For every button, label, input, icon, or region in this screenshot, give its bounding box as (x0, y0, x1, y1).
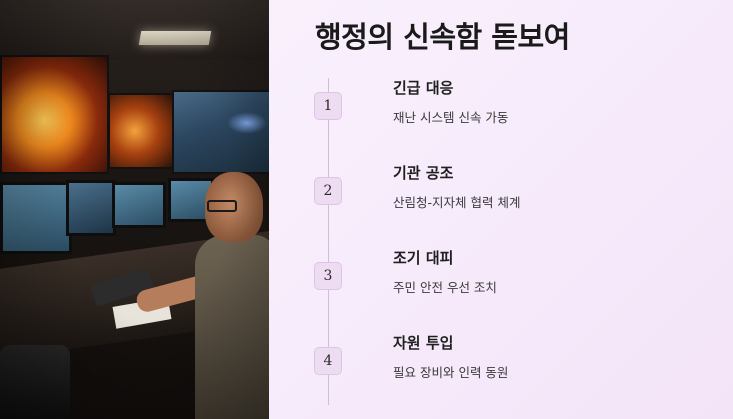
step-number-badge: 4 (314, 347, 342, 375)
step-number-badge: 1 (314, 92, 342, 120)
step-title: 긴급 대응 (393, 79, 454, 97)
step-description: 재난 시스템 신속 가동 (393, 110, 509, 125)
photo-operator-glasses (207, 200, 237, 212)
photo-operator-head (205, 172, 263, 242)
step-title: 기관 공조 (393, 164, 454, 182)
timeline-line (328, 78, 329, 405)
photo-wall-screen-fire (0, 55, 109, 174)
photo-desk-monitor (0, 182, 72, 254)
step-description: 필요 장비와 인력 동원 (393, 365, 509, 380)
photo-wall-screen-forest (172, 90, 269, 174)
step-description: 주민 안전 우선 조치 (393, 280, 497, 295)
step-description: 산림청-지자체 협력 체계 (393, 195, 521, 210)
photo-chair (0, 345, 70, 419)
photo-wall-screen-fire-small (108, 93, 174, 169)
photo-desk-monitor (112, 182, 166, 228)
step-title: 자원 투입 (393, 334, 454, 352)
step-title: 조기 대피 (393, 249, 454, 267)
step-number-badge: 2 (314, 177, 342, 205)
slide-title: 행정의 신속함 돋보여 (315, 20, 570, 54)
photo-ceiling (0, 0, 269, 60)
step-number-badge: 3 (314, 262, 342, 290)
photo-operator-body (195, 235, 269, 419)
photo-vignette (0, 0, 269, 419)
control-room-photo (0, 0, 269, 419)
